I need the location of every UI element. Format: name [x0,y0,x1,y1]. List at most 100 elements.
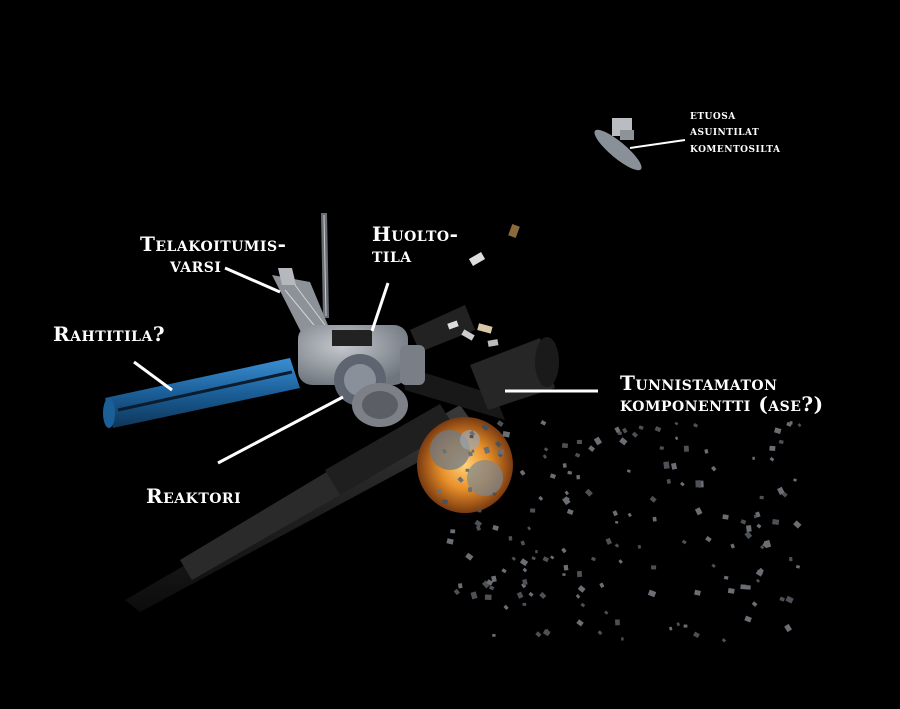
debris-fragment [615,520,619,524]
debris-fragment [450,529,456,534]
debris-fragment [793,478,798,482]
debris-fragment [469,434,474,439]
debris-fragment [535,631,542,638]
debris-fragment [519,469,526,476]
debris-fragment [457,476,464,483]
debris-fragment [577,585,586,593]
debris-fragment [668,626,673,631]
debris-fragment [467,451,473,457]
debris-fragment [442,448,447,454]
debris-fragment [744,531,753,540]
debris-fragment [468,487,473,493]
leader-line-service-bay [370,282,390,332]
debris-fragment [543,447,549,452]
debris-fragment [693,422,699,428]
explosion [417,417,513,513]
debris-field [437,419,802,643]
debris-fragment [638,425,644,430]
debris-fragment [591,556,596,562]
debris-fragment [519,558,529,567]
service-bay-debris [447,223,520,347]
debris-fragment [755,578,761,583]
debris-fragment [437,489,441,494]
debris-fragment [584,488,593,497]
debris-fragment [756,523,762,529]
debris-fragment [477,509,482,513]
debris-fragment [471,449,475,453]
debris-fragment [491,575,497,583]
debris-fragment [441,499,448,505]
debris-fragment [759,495,764,500]
debris-fragment [622,427,628,434]
debris-fragment [549,473,557,479]
main-barrel [125,404,478,612]
debris-fragment [561,547,567,554]
debris-fragment [481,423,490,432]
debris-fragment [683,445,690,452]
debris-fragment [588,445,596,452]
debris-fragment [730,543,735,549]
debris-fragment [753,514,757,519]
debris-fragment [576,619,584,627]
debris-fragment [647,589,657,598]
debris-fragment [561,443,569,449]
debris-fragment [651,565,657,570]
debris-fragment [762,541,769,548]
debris-fragment [488,585,495,591]
leader-line-cargo [133,360,173,392]
debris-fragment [760,545,765,550]
label-service-bay: Huolto- tila [372,222,459,267]
debris-fragment [531,556,536,561]
debris-fragment [779,596,785,602]
debris-fragment [580,602,586,608]
debris-fragment [605,537,613,545]
debris-fragment [497,449,504,455]
debris-fragment [564,490,570,496]
debris-fragment [540,419,547,426]
debris-fragment [470,591,478,600]
debris-fragment [508,536,513,541]
central-hub [298,325,425,406]
front-section [594,118,642,171]
debris-fragment [530,508,536,513]
label-docking-arm: Telakoitumis- varsi [140,232,287,277]
debris-fragment [626,469,631,473]
debris-fragment [495,440,502,448]
debris-fragment [727,588,735,594]
debris-fragment [550,555,555,560]
debris-fragment [755,569,764,577]
debris-fragment [683,624,688,628]
debris-fragment [769,445,776,451]
debris-fragment [502,431,511,438]
solar-mast [321,213,329,318]
debris-fragment [566,508,574,515]
debris-fragment [786,421,792,427]
debris-fragment [627,512,632,518]
debris-fragment [501,568,507,574]
debris-fragment [723,575,729,580]
debris-fragment [521,582,527,589]
debris-fragment [777,486,785,495]
leader-line-reactor [217,395,344,465]
debris-fragment [671,462,678,470]
debris-fragment [704,449,709,454]
debris-fragment [492,492,497,496]
debris-fragment [680,481,685,487]
debris-fragment [789,556,793,562]
debris-fragment [516,591,524,599]
debris-fragment [784,623,792,633]
debris-fragment [486,579,494,586]
reactor [352,383,408,427]
debris-fragment [695,480,702,488]
debris-fragment [694,589,701,596]
debris-fragment [511,556,517,561]
debris-fragment [465,468,470,472]
debris-fragment [614,543,620,548]
debris-fragment [674,436,679,441]
docking-arm [272,268,330,340]
debris-fragment [631,431,639,438]
debris-fragment [711,563,716,569]
debris-fragment [778,439,784,445]
debris-fragment [542,629,551,637]
